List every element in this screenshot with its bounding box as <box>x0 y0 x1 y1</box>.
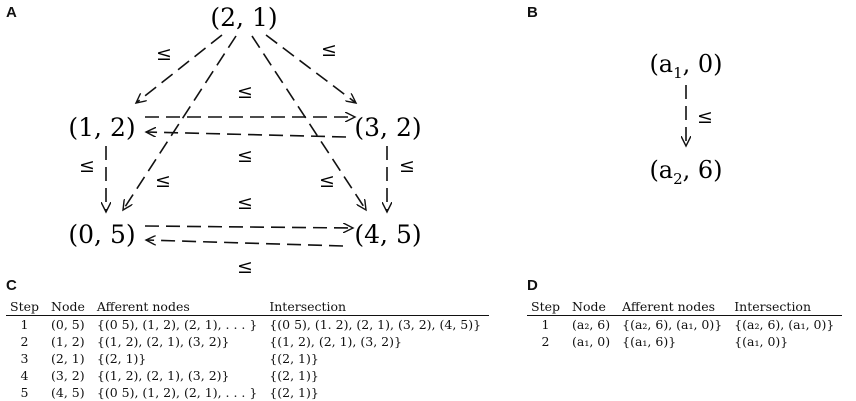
table-row: 5 (4, 5) {(0 5), (1, 2), (2, 1), . . . }… <box>6 384 489 401</box>
panel-letter-c: C <box>6 277 17 294</box>
step-cell: 1 <box>20 317 29 332</box>
intersection-cell: {(2, 1)} <box>269 368 319 383</box>
step-cell: 3 <box>20 351 29 366</box>
node-3-2: (3, 2) <box>354 113 421 142</box>
steps-table-c: Step Node Afferent nodes Intersection 1 … <box>6 298 490 401</box>
edge-05-45 <box>144 226 353 228</box>
column-header: Intersection <box>730 298 843 316</box>
edge-21-12 <box>136 34 223 103</box>
afferent-cell: {(a₂, 6), (a₁, 0)} <box>622 317 723 332</box>
afferent-cell: {(1, 2), (2, 1), (3, 2)} <box>96 368 230 383</box>
relation-symbol: ≤ <box>237 145 253 167</box>
relation-symbol: ≤ <box>321 39 337 61</box>
table-row: 1 (a₂, 6) {(a₂, 6), (a₁, 0)} {(a₂, 6), (… <box>527 316 842 334</box>
column-header: Intersection <box>265 298 490 316</box>
afferent-cell: {(0 5), (1, 2), (2, 1), . . . } <box>96 385 258 400</box>
afferent-cell: {(1, 2), (2, 1), (3, 2)} <box>96 334 230 349</box>
hasse-diagram: (2, 1) (1, 2) (3, 2) (0, 5) (4, 5) ≤ ≤ ≤… <box>68 3 722 278</box>
relation-symbol: ≤ <box>155 170 171 192</box>
intersection-cell: {(a₁, 0)} <box>734 334 789 349</box>
relation-symbol: ≤ <box>697 106 713 128</box>
relation-symbol: ≤ <box>399 155 415 177</box>
edge-21-05 <box>123 35 237 210</box>
edge-21-32 <box>265 34 356 103</box>
column-header: Afferent nodes <box>618 298 731 316</box>
step-cell: 5 <box>20 385 29 400</box>
intersection-cell: {(2, 1)} <box>269 385 319 400</box>
node-cell: (3, 2) <box>51 368 85 383</box>
table-row: 2 (a₁, 0) {(a₁, 6)} {(a₁, 0)} <box>527 333 842 350</box>
panel-letter-d: D <box>527 277 538 294</box>
step-cell: 4 <box>20 368 29 383</box>
steps-table-d: Step Node Afferent nodes Intersection 1 … <box>527 298 843 350</box>
intersection-cell: {(2, 1)} <box>269 351 319 366</box>
column-header: Afferent nodes <box>92 298 266 316</box>
panel-letter-b: B <box>527 4 538 21</box>
afferent-cell: {(0 5), (1, 2), (2, 1), . . . } <box>96 317 258 332</box>
node-cell: (4, 5) <box>51 385 85 400</box>
edge-21-45 <box>251 35 366 210</box>
node-cell: (a₂, 6) <box>572 317 611 332</box>
node-a1-0: (a1, 0) <box>649 50 722 82</box>
relation-symbol: ≤ <box>237 81 253 103</box>
table-row: 3 (2, 1) {(2, 1)} {(2, 1)} <box>6 350 489 367</box>
node-cell: (2, 1) <box>51 351 85 366</box>
table-row: 1 (0, 5) {(0 5), (1, 2), (2, 1), . . . }… <box>6 316 489 334</box>
relation-symbol: ≤ <box>319 170 335 192</box>
node-cell: (0, 5) <box>51 317 85 332</box>
relation-symbol: ≤ <box>237 256 253 278</box>
relation-symbol: ≤ <box>79 155 95 177</box>
node-0-5: (0, 5) <box>68 220 135 249</box>
column-header: Step <box>6 298 47 316</box>
column-header: Node <box>568 298 619 316</box>
column-header: Step <box>527 298 568 316</box>
panel-letter-a: A <box>6 4 17 21</box>
relation-symbol: ≤ <box>156 43 172 65</box>
relation-symbol: ≤ <box>237 192 253 214</box>
step-cell: 2 <box>20 334 29 349</box>
step-cell: 2 <box>541 334 550 349</box>
column-header: Node <box>47 298 93 316</box>
afferent-cell: {(2, 1)} <box>96 351 147 366</box>
step-cell: 1 <box>541 317 550 332</box>
intersection-cell: {(a₂, 6), (a₁, 0)} <box>734 317 835 332</box>
afferent-cell: {(a₁, 6)} <box>622 334 677 349</box>
node-cell: (1, 2) <box>51 334 85 349</box>
node-cell: (a₁, 0) <box>572 334 611 349</box>
edge-45-05 <box>146 240 344 247</box>
edge-32-12 <box>146 132 347 138</box>
node-2-1: (2, 1) <box>210 3 277 32</box>
node-4-5: (4, 5) <box>354 220 421 249</box>
table-row: 2 (1, 2) {(1, 2), (2, 1), (3, 2)} {(1, 2… <box>6 333 489 350</box>
table-row: 4 (3, 2) {(1, 2), (2, 1), (3, 2)} {(2, 1… <box>6 367 489 384</box>
intersection-cell: {(0 5), (1. 2), (2, 1), (3, 2), (4, 5)} <box>269 317 482 332</box>
intersection-cell: {(1, 2), (2, 1), (3, 2)} <box>269 334 402 349</box>
node-a2-6: (a2, 6) <box>649 156 722 188</box>
node-1-2: (1, 2) <box>68 113 135 142</box>
